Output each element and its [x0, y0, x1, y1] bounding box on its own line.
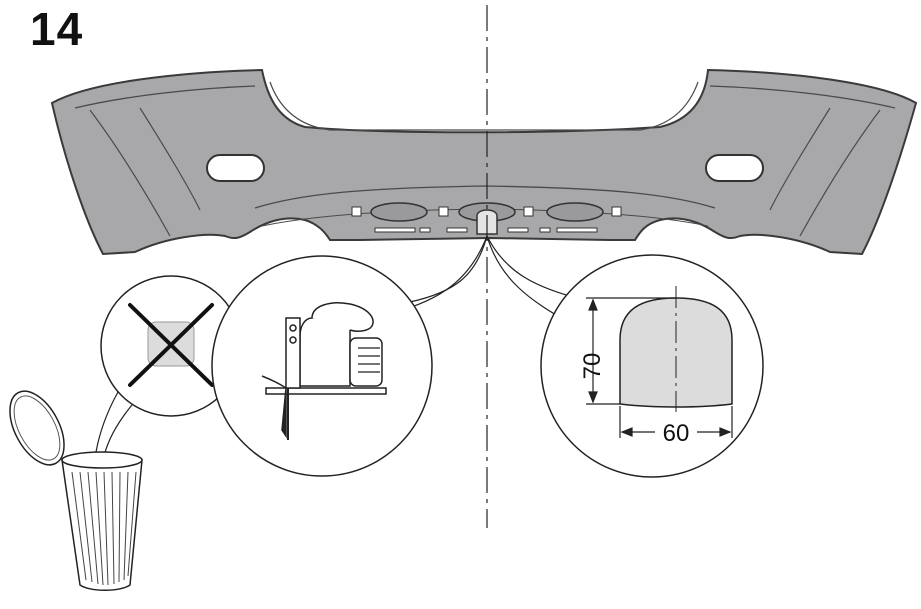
- recess-right: [546, 202, 604, 222]
- trash-can-ribs: [71, 471, 137, 586]
- bumper-side-crease-left: [89, 107, 201, 237]
- jigsaw-icon: [261, 302, 387, 440]
- jigsaw-detail: [211, 255, 433, 477]
- step-number: 14: [30, 3, 84, 55]
- width-label: 60: [663, 420, 690, 447]
- width-dimension: [619, 406, 733, 438]
- recess-left: [370, 202, 428, 222]
- bumper-top-ridge: [269, 81, 699, 131]
- reflector-left: [206, 154, 265, 182]
- discard-detail: [95, 275, 242, 457]
- dimension-detail: 70 60: [540, 254, 764, 478]
- x-mark-icon: [128, 303, 214, 387]
- trash-can-rim: [61, 451, 143, 469]
- mount-clips: [351, 206, 622, 217]
- height-label: 70: [579, 353, 606, 380]
- trash-can-lid: [9, 390, 65, 466]
- height-dimension: [586, 297, 676, 405]
- reflector-right: [705, 154, 764, 182]
- trash-can-icon: [9, 390, 143, 591]
- bumper-side-crease-right: [769, 107, 881, 237]
- bumper-crease-upper: [74, 85, 896, 109]
- lower-slots: [374, 227, 598, 233]
- bumper-diffuser-line: [254, 185, 716, 209]
- discard-pointer: [95, 391, 133, 457]
- rear-bumper: [50, 68, 918, 256]
